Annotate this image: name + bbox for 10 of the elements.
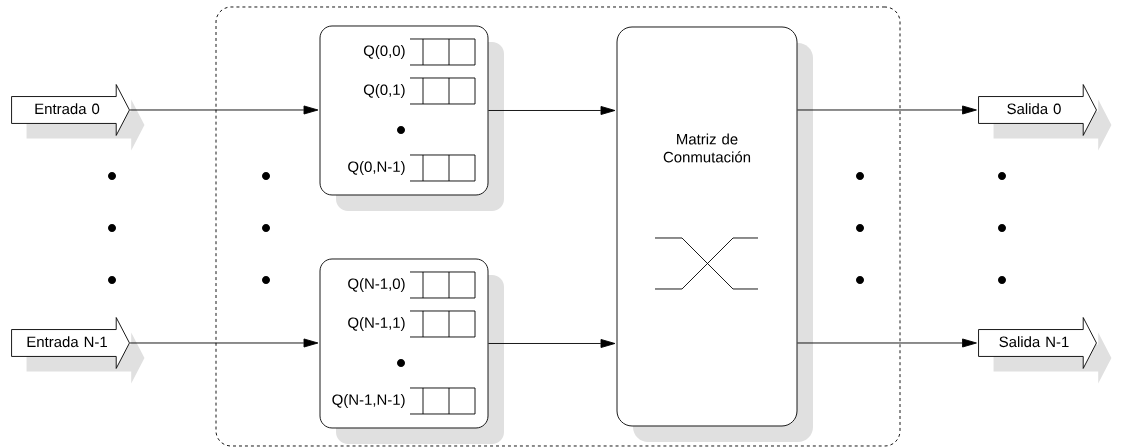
dashed-frame	[215, 6, 901, 447]
queue-group-box: Q(0,0) Q(0,1) Q(0,N-1)	[319, 25, 504, 211]
arrow	[488, 106, 616, 115]
arrow	[797, 105, 977, 115]
queue-group-box: Q(N-1,0) Q(N-1,1) Q(N-1,N-1)	[319, 258, 504, 444]
switch-fabric-box: Matriz de Conmutación	[616, 26, 813, 442]
arrow	[129, 105, 319, 115]
arrow	[129, 338, 319, 348]
arrow	[488, 339, 616, 348]
arrow	[797, 338, 977, 348]
